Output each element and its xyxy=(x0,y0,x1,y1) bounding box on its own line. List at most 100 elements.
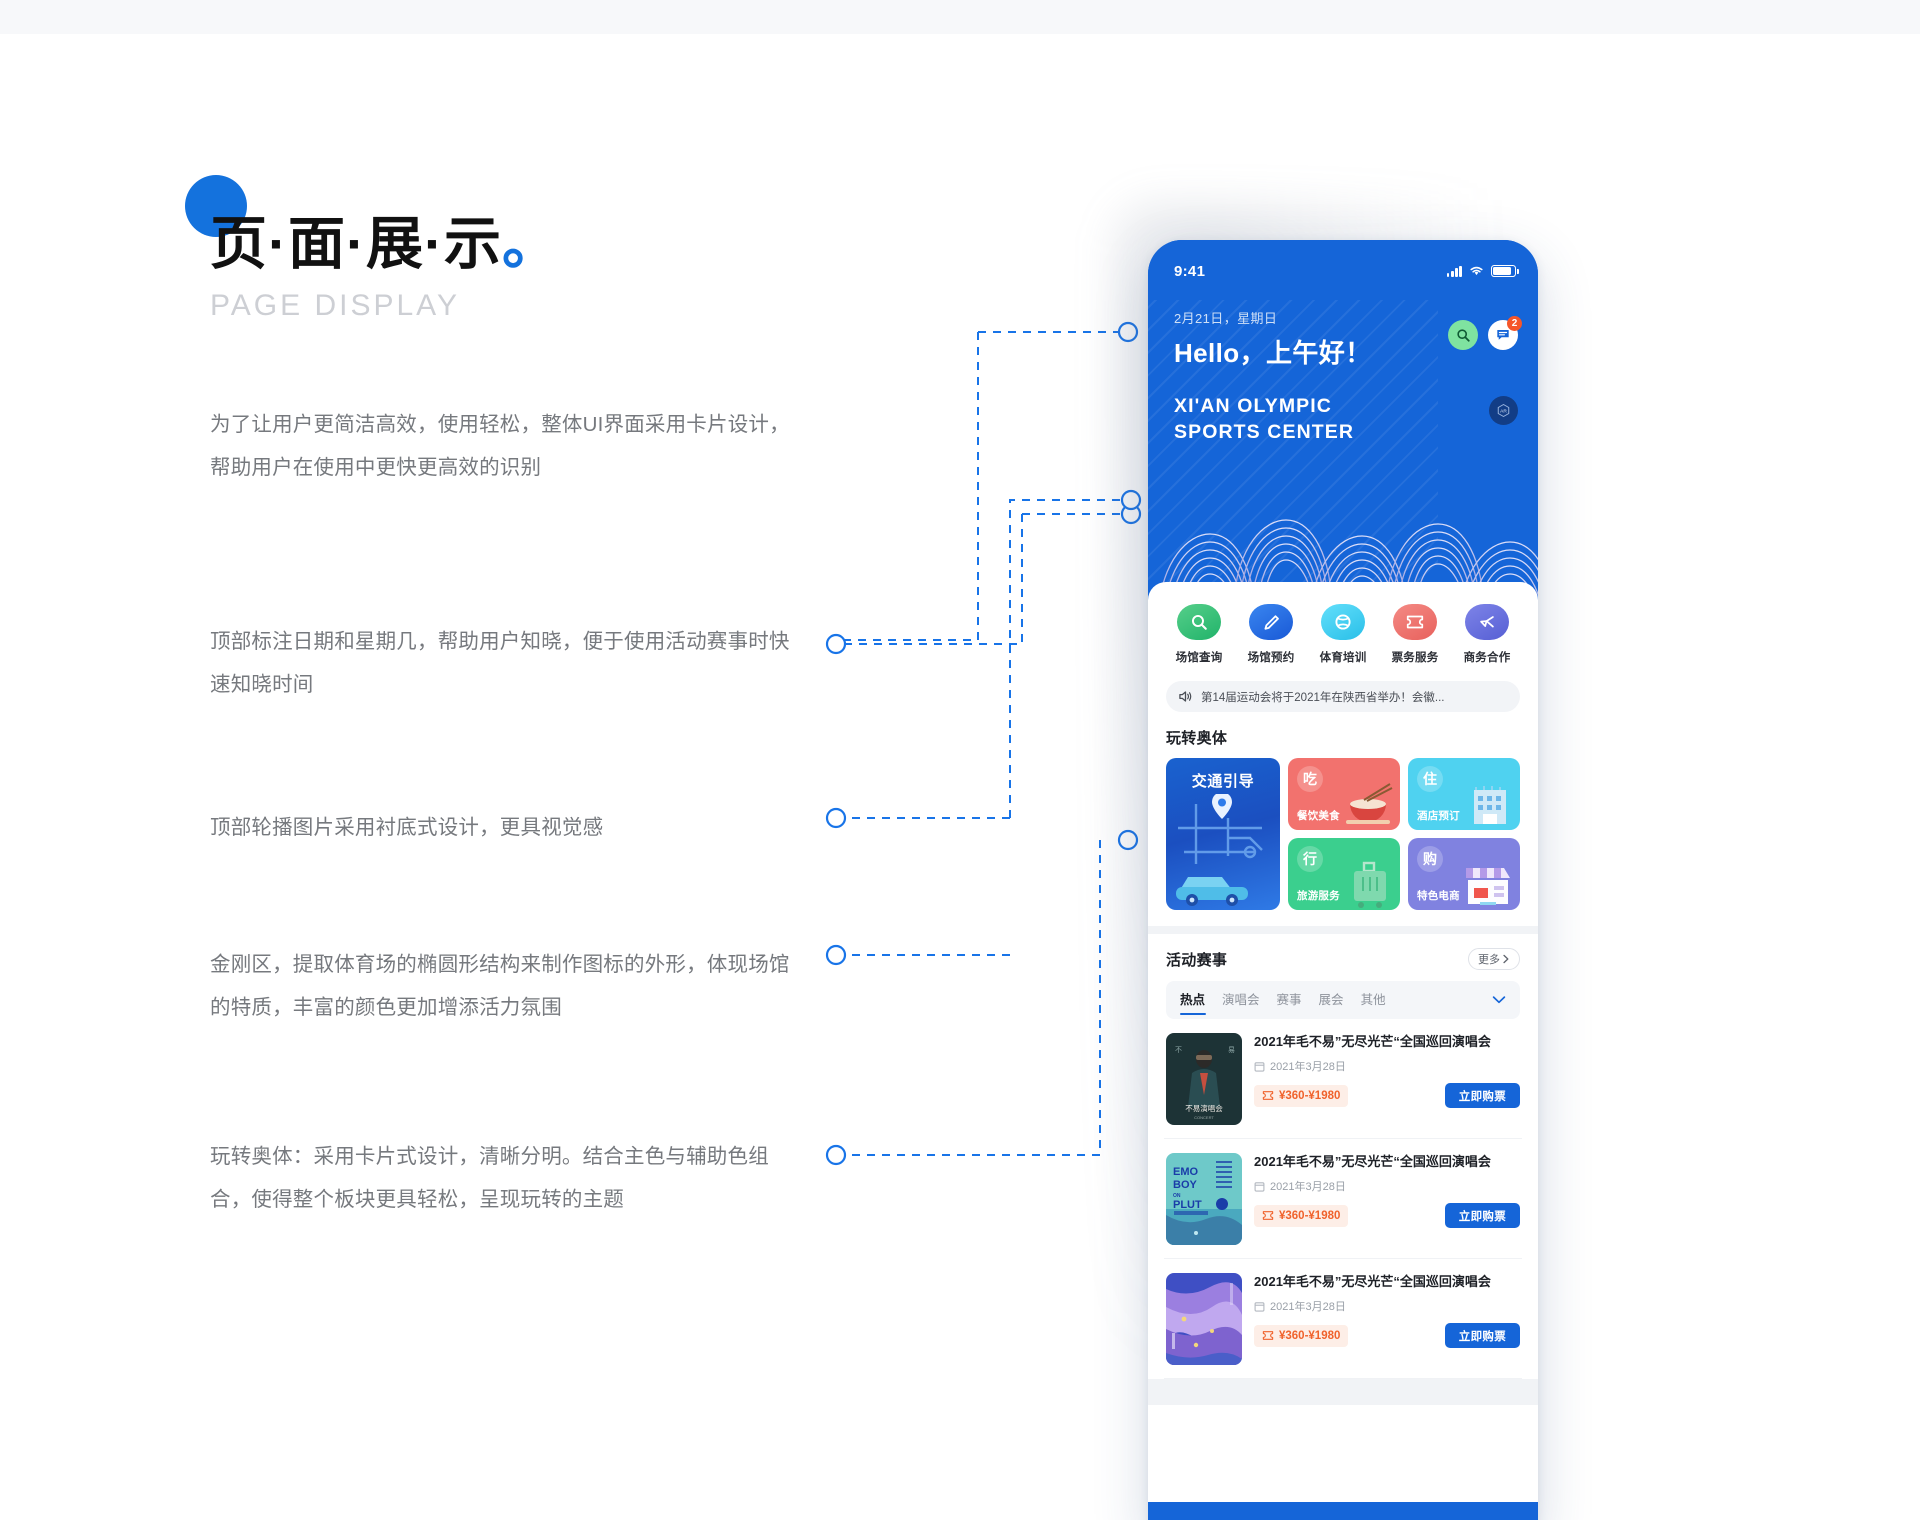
play-card-food[interactable]: 吃 餐饮美食 xyxy=(1288,758,1400,830)
blue-dot-decoration xyxy=(185,175,247,237)
event-date: 2021年3月28日 xyxy=(1254,1298,1520,1314)
play-card-travel[interactable]: 行 旅游服务 xyxy=(1288,838,1400,910)
car-shape xyxy=(1176,877,1248,906)
quick-action-business-cooperation[interactable]: 商务合作 xyxy=(1456,604,1518,665)
play-card-sub: 酒店预订 xyxy=(1417,810,1460,822)
play-card-sub: 特色电商 xyxy=(1417,890,1460,902)
battery-icon xyxy=(1491,265,1519,277)
greeting-date: 2月21日，星期日 xyxy=(1174,311,1278,326)
buy-ticket-button[interactable]: 立即购票 xyxy=(1444,1203,1520,1229)
shop-icon xyxy=(1466,868,1510,905)
annotation-4: 金刚区，提取体育场的椭圆形结构来制作图标的外形，体现场馆的特质，丰富的颜色更加增… xyxy=(210,953,790,1019)
search-button[interactable] xyxy=(1448,320,1478,350)
quick-action-label: 场馆预约 xyxy=(1247,652,1295,664)
page-title-dot: 。 xyxy=(501,212,560,276)
message-icon xyxy=(1497,330,1509,340)
buy-ticket-button[interactable]: 立即购票 xyxy=(1444,1083,1520,1109)
quick-action-venue-search[interactable]: 场馆查询 xyxy=(1168,604,1230,665)
quick-action-label: 场馆查询 xyxy=(1175,652,1223,664)
speaker-icon xyxy=(1179,691,1192,702)
ar-icon: AR xyxy=(1497,403,1510,418)
quick-icon-wrap xyxy=(1465,604,1509,640)
quick-action-sports-training[interactable]: 体育培训 xyxy=(1312,604,1374,665)
event-list-item[interactable]: 2021年毛不易”无尽光芒“全国巡回演唱会 2021年3月28日 xyxy=(1164,1259,1522,1379)
tab-exhibition[interactable]: 展会 xyxy=(1318,993,1344,1007)
ball-icon xyxy=(1335,614,1351,630)
tab-other[interactable]: 其他 xyxy=(1360,993,1386,1007)
event-list-item[interactable]: 不 易 不易演唱会 CONCERT 2021年毛不易”无尽光芒“全国巡回演唱会 xyxy=(1164,1019,1522,1139)
svg-text:BOY: BOY xyxy=(1173,1179,1198,1191)
tab-concert[interactable]: 演唱会 xyxy=(1222,993,1260,1007)
quick-icon-wrap xyxy=(1177,604,1221,640)
quick-action-label: 体育培训 xyxy=(1319,652,1367,664)
notice-bar[interactable]: 第14届运动会将于2021年在陕西省举办！会徽... xyxy=(1166,681,1520,712)
hotel-icon xyxy=(1474,786,1506,824)
brand-line-1: XI'AN OLYMPIC xyxy=(1174,395,1332,417)
event-title: 2021年毛不易”无尽光芒“全国巡回演唱会 xyxy=(1254,1034,1491,1049)
more-button[interactable]: 更多 xyxy=(1468,948,1520,970)
calendar-icon xyxy=(1254,1302,1265,1312)
noodle-bowl-icon xyxy=(1346,783,1393,824)
events-title: 活动赛事 xyxy=(1166,951,1228,969)
event-poster: EMO BOY ON PLUT xyxy=(1166,1153,1242,1245)
top-strip xyxy=(0,0,1920,34)
quick-action-venue-booking[interactable]: 场馆预约 xyxy=(1240,604,1302,665)
ticket-icon xyxy=(1262,1211,1274,1221)
event-date-text: 2021年3月28日 xyxy=(1270,1061,1346,1074)
svg-text:不: 不 xyxy=(1175,1046,1182,1054)
section-divider xyxy=(1148,926,1538,934)
tab-hot[interactable]: 热点 xyxy=(1180,989,1205,1011)
event-price-text: ¥360-¥1980 xyxy=(1279,1329,1341,1342)
svg-text:不易演唱会: 不易演唱会 xyxy=(1185,1103,1223,1113)
play-card-traffic[interactable]: 交通引导 xyxy=(1166,758,1280,910)
ar-button[interactable]: AR xyxy=(1489,396,1518,425)
annotation-5: 玩转奥体：采用卡片式设计，清晰分明。结合主色与辅助色组合，使得整个板块更具轻松，… xyxy=(210,1145,769,1211)
svg-text:EMO: EMO xyxy=(1173,1166,1199,1178)
event-price: ¥360-¥1980 xyxy=(1254,1084,1349,1107)
message-button[interactable]: 2 xyxy=(1488,316,1522,350)
phone-mockup: 9:41 2月21日，星期日 Hello，上午好！ xyxy=(1148,240,1538,1520)
page-heading: 页·面·展·示。 PAGE DISPLAY xyxy=(185,175,830,323)
play-section-grid: 交通引导 xyxy=(1164,758,1522,910)
status-bar: 9:41 xyxy=(1148,240,1538,286)
bottom-spacer xyxy=(1148,1379,1538,1405)
phone-hero: 9:41 2月21日，星期日 Hello，上午好！ xyxy=(1148,240,1538,610)
brand-name: XI'AN OLYMPIC SPORTS CENTER xyxy=(1174,394,1354,445)
greeting-row: 2月21日，星期日 Hello，上午好！ xyxy=(1148,286,1538,370)
play-card-shop[interactable]: 购 特色电商 xyxy=(1408,838,1520,910)
poster-maobuyi-portrait: 不 易 不易演唱会 CONCERT xyxy=(1166,1033,1242,1125)
play-card-hotel[interactable]: 住 酒店预订 xyxy=(1408,758,1520,830)
events-tabs: 热点 演唱会 赛事 展会 其他 xyxy=(1166,981,1520,1019)
luggage-icon xyxy=(1354,861,1386,908)
play-card-sub: 餐饮美食 xyxy=(1297,810,1340,822)
ticket-icon xyxy=(1406,615,1424,629)
poster-emo-boy-on-pluto: EMO BOY ON PLUT xyxy=(1166,1153,1242,1245)
search-icon xyxy=(1191,614,1207,630)
play-card-badge: 行 xyxy=(1297,846,1323,872)
brand-row: XI'AN OLYMPIC SPORTS CENTER AR xyxy=(1148,370,1538,445)
svg-text:CONCERT: CONCERT xyxy=(1194,1115,1214,1120)
pencil-icon xyxy=(1264,614,1279,630)
play-card-badge: 购 xyxy=(1417,846,1443,872)
event-list-item[interactable]: EMO BOY ON PLUT xyxy=(1164,1139,1522,1259)
notice-text: 第14届运动会将于2021年在陕西省举办！会徽... xyxy=(1201,691,1445,704)
quick-action-label: 商务合作 xyxy=(1463,652,1511,664)
event-date: 2021年3月28日 xyxy=(1254,1058,1520,1074)
quick-icon-wrap xyxy=(1249,604,1293,640)
quick-icon-wrap xyxy=(1393,604,1437,640)
message-badge: 2 xyxy=(1507,316,1522,331)
tab-competition[interactable]: 赛事 xyxy=(1276,993,1302,1007)
ticket-icon xyxy=(1262,1091,1274,1101)
event-title: 2021年毛不易”无尽光芒“全国巡回演唱会 xyxy=(1254,1274,1491,1289)
quick-action-ticket-service[interactable]: 票务服务 xyxy=(1384,604,1446,665)
event-price-text: ¥360-¥1980 xyxy=(1279,1089,1341,1102)
play-card-badge: 住 xyxy=(1417,766,1443,792)
event-poster: 不 易 不易演唱会 CONCERT xyxy=(1166,1033,1242,1125)
event-title: 2021年毛不易”无尽光芒“全国巡回演唱会 xyxy=(1254,1154,1491,1169)
svg-text:ON: ON xyxy=(1173,1193,1181,1199)
ticket-icon xyxy=(1262,1331,1274,1341)
chevron-down-icon[interactable] xyxy=(1492,996,1506,1005)
buy-ticket-button[interactable]: 立即购票 xyxy=(1444,1323,1520,1349)
handshake-icon xyxy=(1480,616,1494,628)
